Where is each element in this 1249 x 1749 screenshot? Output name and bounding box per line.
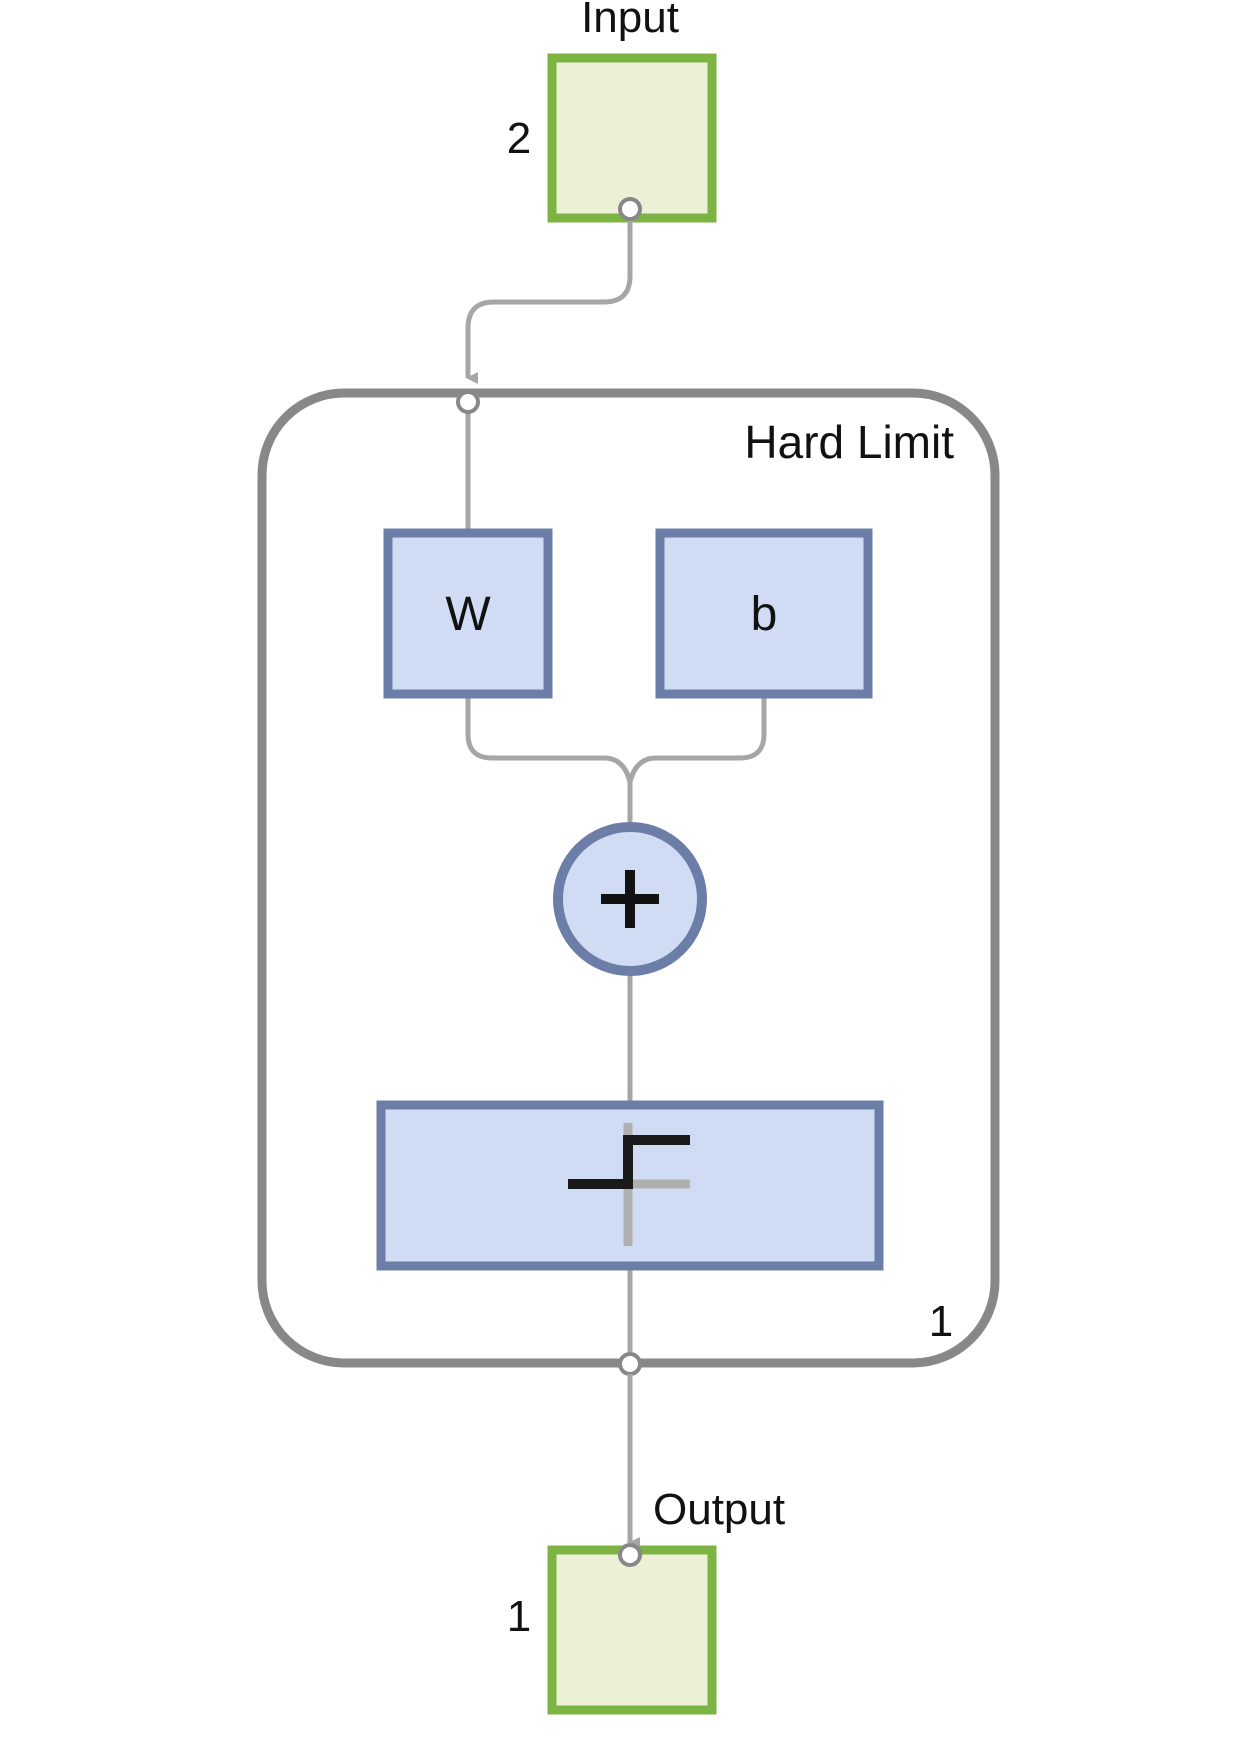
layer-title: Hard Limit [744, 416, 954, 468]
input-size-label: 2 [507, 114, 531, 163]
bias-label: b [751, 588, 778, 641]
input-to-layer-wire [465, 209, 633, 384]
bias-to-sum-wire [627, 694, 767, 783]
weight-to-sum-wire [465, 694, 633, 783]
weight-label: W [445, 588, 491, 641]
weight-block[interactable] [383, 528, 553, 699]
plus-icon [601, 870, 659, 928]
layer-size-label: 1 [929, 1297, 953, 1346]
input-output-port [618, 197, 642, 221]
output-input-port [618, 1543, 642, 1567]
input-block[interactable] [547, 53, 717, 223]
bias-block[interactable] [655, 528, 873, 699]
output-block[interactable] [547, 1545, 717, 1715]
output-label: Output [653, 1485, 785, 1534]
layer-output-port [618, 1352, 642, 1376]
output-size-label: 1 [507, 1592, 531, 1641]
hardlim-step-icon [568, 1123, 690, 1246]
input-label: Input [581, 0, 679, 42]
layer-input-port [456, 390, 480, 414]
